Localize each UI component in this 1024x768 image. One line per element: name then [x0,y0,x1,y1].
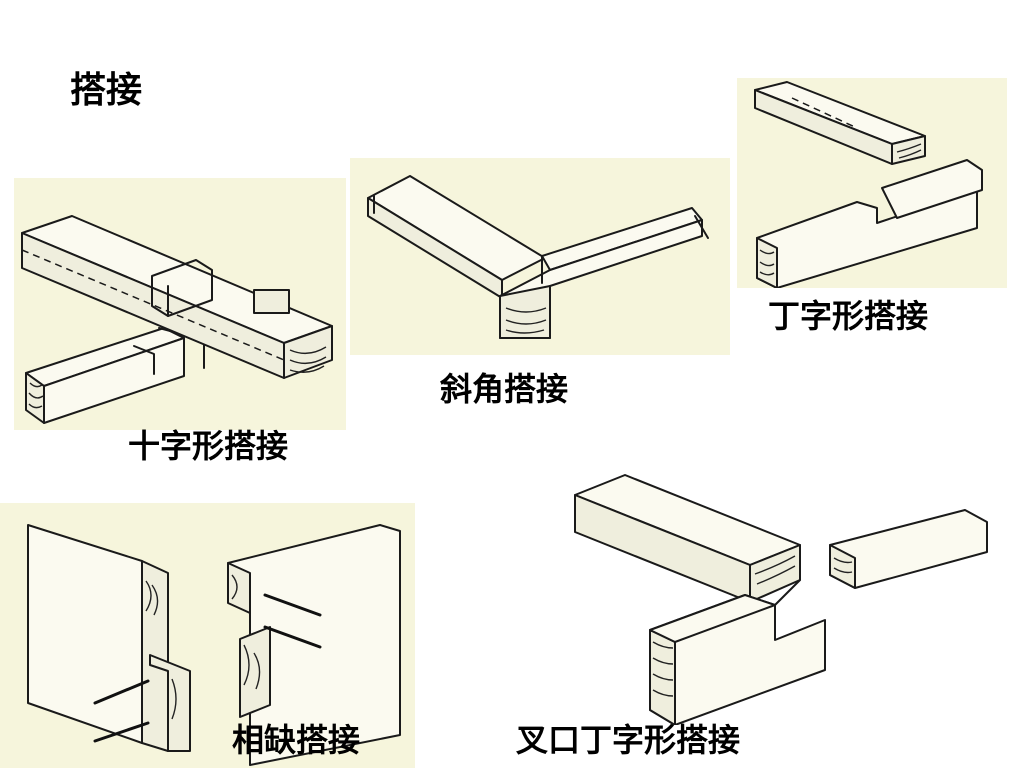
caption-cross-lap: 十字形搭接 [128,427,289,465]
caption-forked-tee-lap: 叉口丁字形搭接 [516,721,741,759]
miter-lap-joint-drawing [350,158,730,355]
caption-tee-lap: 丁字形搭接 [768,297,929,335]
caption-miter-lap: 斜角搭接 [440,370,569,408]
caption-notched-lap: 相缺搭接 [232,721,361,759]
cross-lap-joint-drawing [14,178,346,430]
forked-tee-lap-joint-drawing [545,470,1020,725]
notched-lap-joint-drawing [0,503,415,768]
slide-title: 搭接 [70,69,143,111]
tee-lap-joint-drawing [737,78,1007,288]
